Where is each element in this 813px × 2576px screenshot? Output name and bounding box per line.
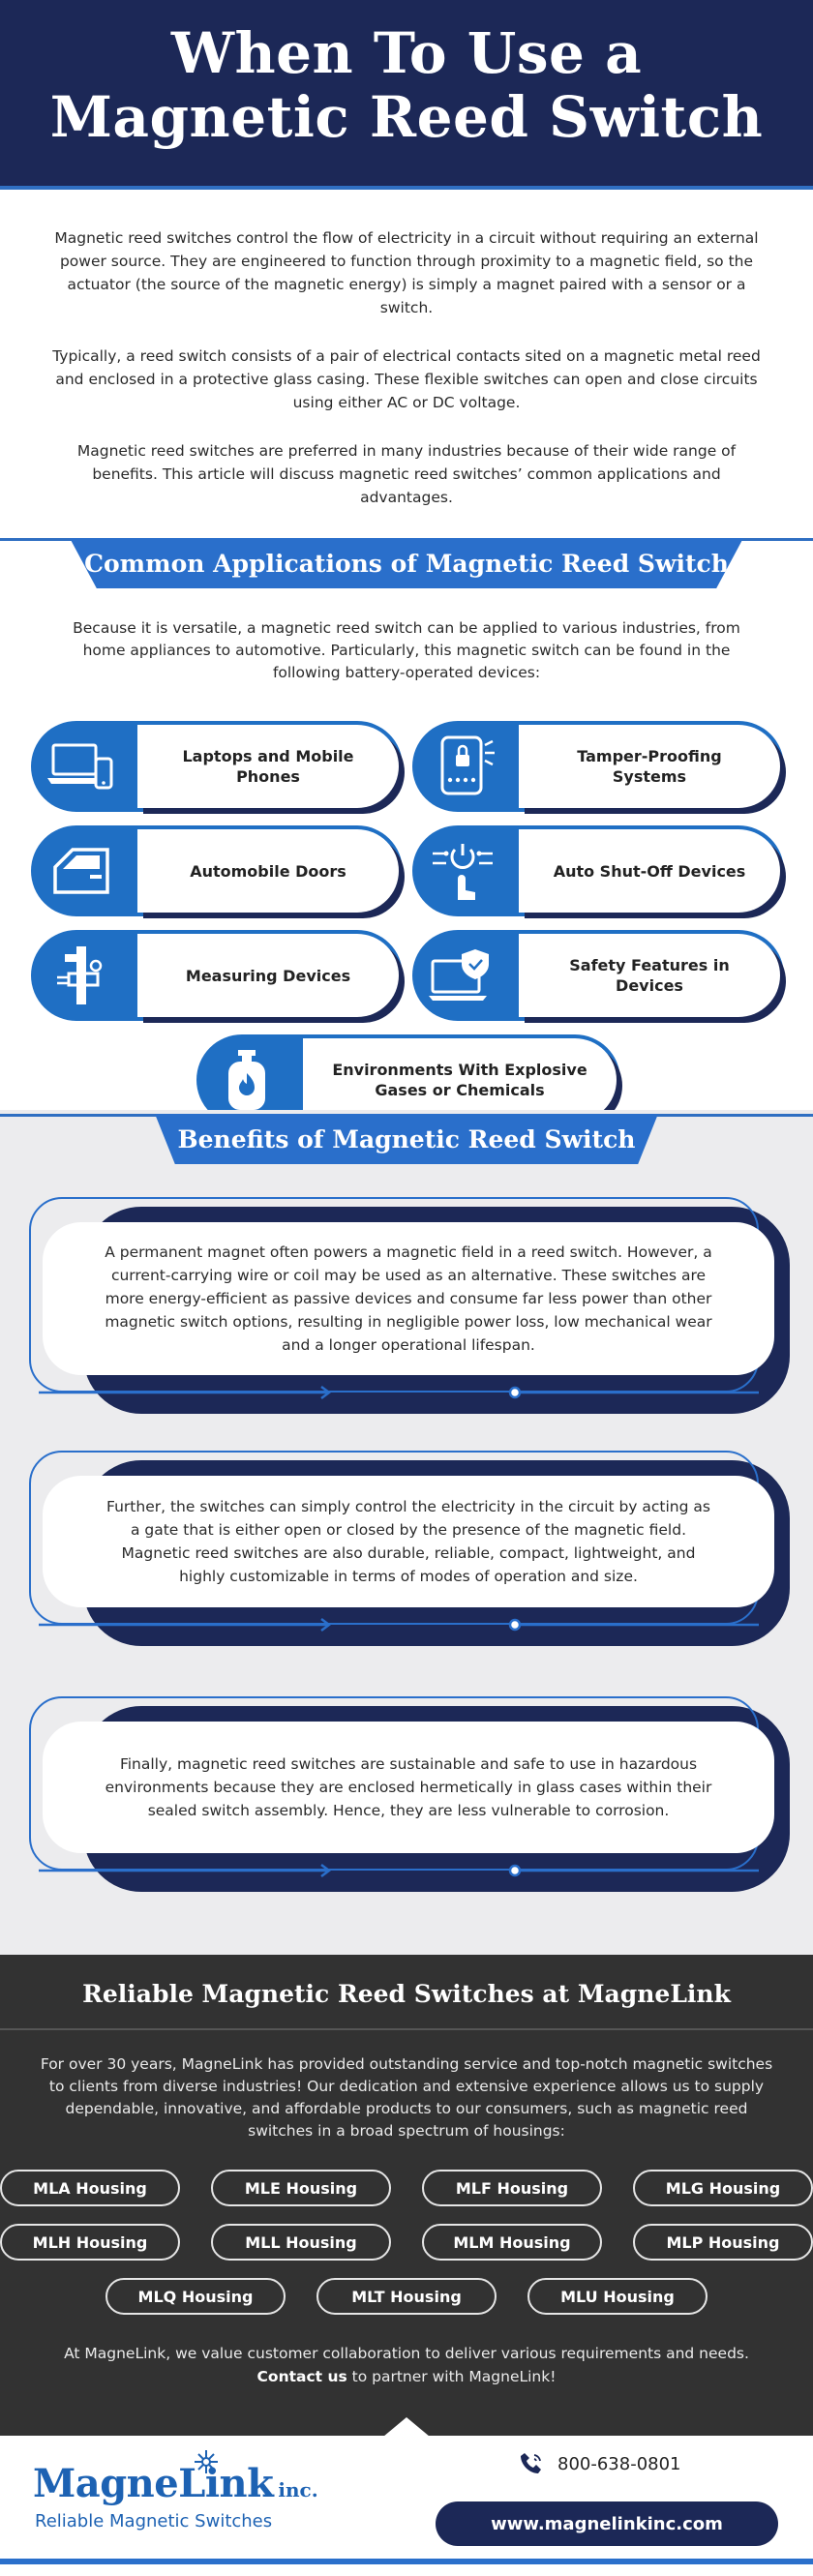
- logo-suffix: inc.: [278, 2478, 318, 2501]
- notch: [383, 2417, 430, 2437]
- contact-rest: to partner with MagneLink!: [346, 2368, 557, 2385]
- applications-banner: Common Applications of Magnetic Reed Swi…: [0, 534, 813, 588]
- phone-number: 800-638-0801: [557, 2453, 681, 2474]
- closing-text: At MagneLink, we value customer collabor…: [0, 2315, 813, 2388]
- application-label: Auto Shut-Off Devices: [519, 829, 780, 913]
- benefits-section: Benefits of Magnetic Reed Switch A perma…: [0, 1110, 813, 1955]
- benefit-card: Further, the switches can simply control…: [29, 1451, 790, 1646]
- magnelink-section: Reliable Magnetic Reed Switches at Magne…: [0, 1955, 813, 2437]
- benefit-text: Further, the switches can simply control…: [43, 1476, 774, 1607]
- logo-name: MagneLink: [33, 2461, 274, 2506]
- intro-section: Magnetic reed switches control the flow …: [0, 190, 813, 509]
- power-touch-icon: [428, 837, 497, 905]
- benefits-heading: Benefits of Magnetic Reed Switch: [155, 1114, 658, 1164]
- application-label: Safety Features in Devices: [519, 934, 780, 1017]
- caliper-icon: [46, 942, 116, 1009]
- benefit-text: A permanent magnet often powers a magnet…: [43, 1222, 774, 1375]
- application-label: Measuring Devices: [137, 934, 399, 1017]
- housing-badge: MLA Housing: [0, 2170, 180, 2206]
- housing-badge: MLH Housing: [0, 2224, 180, 2261]
- housing-badge: MLG Housing: [633, 2170, 813, 2206]
- intro-paragraph-1: Magnetic reed switches control the flow …: [54, 229, 759, 316]
- application-item: Laptops and Mobile Phones: [31, 721, 403, 812]
- footer-stripe: [0, 2559, 813, 2564]
- circle-line-icon: [508, 1386, 759, 1399]
- header-stripe: [0, 186, 813, 190]
- title-line-2: Magnetic Reed Switch: [49, 84, 764, 150]
- phone-icon: [521, 2453, 541, 2473]
- logo-tagline: Reliable Magnetic Switches: [35, 2511, 273, 2531]
- lock-keypad-icon: [428, 733, 497, 800]
- application-item: Automobile Doors: [31, 825, 403, 916]
- application-item: Auto Shut-Off Devices: [412, 825, 784, 916]
- housing-badge: MLL Housing: [211, 2224, 391, 2261]
- phone-contact[interactable]: 800-638-0801: [519, 2451, 681, 2476]
- title-line-1: When To Use a: [170, 20, 643, 86]
- page-header: When To Use a Magnetic Reed Switch: [0, 0, 813, 190]
- intro-paragraph-3: Magnetic reed switches are preferred in …: [76, 442, 737, 506]
- application-item: Safety Features in Devices: [412, 930, 784, 1021]
- closing-sentence: At MagneLink, we value customer collabor…: [64, 2345, 749, 2362]
- benefit-text: Finally, magnetic reed switches are sust…: [43, 1722, 774, 1853]
- divider: [0, 2028, 813, 2030]
- gas-cylinder-icon: [212, 1046, 282, 1114]
- magnelink-heading: Reliable Magnetic Reed Switches at Magne…: [82, 1980, 731, 2008]
- page-title: When To Use a Magnetic Reed Switch: [0, 21, 813, 149]
- laptop-phone-icon: [46, 733, 116, 800]
- applications-heading: Common Applications of Magnetic Reed Swi…: [70, 538, 743, 588]
- housing-badge: MLT Housing: [316, 2278, 497, 2315]
- application-label: Automobile Doors: [137, 829, 399, 913]
- housing-badge: MLF Housing: [422, 2170, 602, 2206]
- car-door-icon: [46, 837, 116, 905]
- housing-badge: MLM Housing: [422, 2224, 602, 2261]
- sparkle-icon: [195, 2450, 218, 2473]
- intro-paragraph-2: Typically, a reed switch consists of a p…: [52, 347, 761, 411]
- application-label: Environments With Explosive Gases or Che…: [303, 1038, 617, 1122]
- housing-badge: MLP Housing: [633, 2224, 813, 2261]
- circle-line-icon: [508, 1618, 759, 1632]
- housing-row: MLQ Housing MLT Housing MLU Housing: [0, 2278, 813, 2315]
- housing-badge: MLU Housing: [527, 2278, 708, 2315]
- contact-link[interactable]: Contact us: [256, 2368, 347, 2385]
- page-footer: MagneLink inc. Reliable Magnetic Switche…: [0, 2436, 813, 2564]
- shield-monitor-icon: [428, 942, 497, 1009]
- arrow-icon: [39, 1864, 332, 1877]
- applications-intro: Because it is versatile, a magnetic reed…: [73, 619, 740, 681]
- application-item: Tamper-Proofing Systems: [412, 721, 784, 812]
- applications-grid: Laptops and Mobile Phones Tamper-Proofin…: [0, 684, 813, 1125]
- arrow-icon: [39, 1618, 332, 1632]
- arrow-icon: [39, 1386, 332, 1399]
- website-link[interactable]: www.magnelinkinc.com: [436, 2501, 778, 2546]
- application-label: Tamper-Proofing Systems: [519, 725, 780, 808]
- magnelink-logo: MagneLink inc. Reliable Magnetic Switche…: [33, 2450, 318, 2531]
- circle-line-icon: [508, 1864, 759, 1877]
- housing-badge: MLE Housing: [211, 2170, 391, 2206]
- housing-row: MLH Housing MLL Housing MLM Housing MLP …: [0, 2224, 813, 2261]
- housing-row: MLA Housing MLE Housing MLF Housing MLG …: [0, 2170, 813, 2206]
- magnelink-text: For over 30 years, MagneLink has provide…: [40, 2055, 773, 2140]
- housing-badge: MLQ Housing: [105, 2278, 286, 2315]
- benefits-banner: Benefits of Magnetic Reed Switch: [0, 1110, 813, 1164]
- application-label: Laptops and Mobile Phones: [137, 725, 399, 808]
- application-item: Measuring Devices: [31, 930, 403, 1021]
- benefit-card: Finally, magnetic reed switches are sust…: [29, 1696, 790, 1892]
- benefit-card: A permanent magnet often powers a magnet…: [29, 1197, 790, 1414]
